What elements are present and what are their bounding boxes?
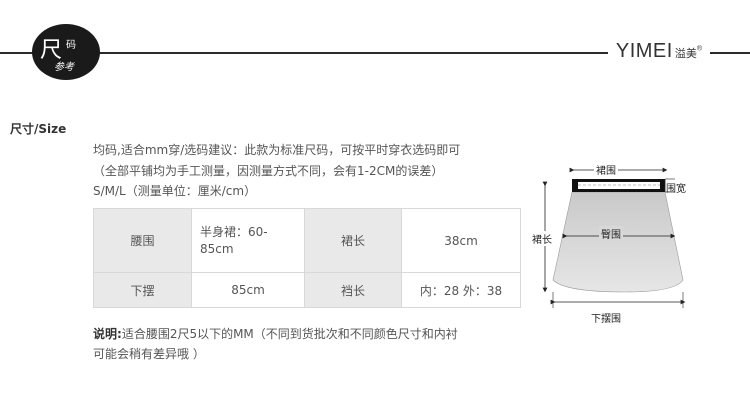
registered-mark: ®: [696, 45, 702, 53]
description-line-1: 均码,适合mm穿/选码建议：此款为标准尺码，可按平时穿衣选码即可: [93, 143, 461, 157]
skirt-measurement-diagram: [542, 167, 686, 308]
table-row: 腰围 半身裙：60-85cm 裙长 38cm: [93, 208, 521, 273]
description-line-2: （全部平铺均为手工测量，因测量方式不同，会有1-2CM的误差）: [93, 164, 444, 178]
header-line-right: [96, 52, 750, 54]
table-cell: 半身裙：60-85cm: [191, 208, 305, 273]
note-line-1: 说明:适合腰围2尺5以下的MM（不同到货批次和不同颜色尺寸和内衬: [93, 325, 458, 342]
brand-name-en: YIMEI: [615, 40, 673, 62]
waist-label: 裙围: [594, 162, 618, 177]
waist-value: 半身裙：60-85cm: [200, 224, 268, 256]
length-label: 裙长: [532, 231, 552, 246]
width-label: 围宽: [666, 184, 686, 195]
hip-label: 臀围: [599, 226, 623, 241]
size-table: 腰围 半身裙：60-85cm 裙长 38cm 下摆 85cm 裆长 内：28 外…: [93, 208, 521, 308]
note-line-2: 可能会稍有差异哦 ）: [93, 347, 205, 361]
table-cell: 内：28 外：38: [401, 272, 521, 308]
badge-small-text: 参考: [54, 62, 74, 73]
badge-small-char: 码: [66, 40, 76, 51]
table-row: 下摆 85cm 裆长 内：28 外：38: [93, 272, 521, 308]
table-cell-header: 下摆: [93, 272, 192, 308]
size-reference-badge: 尺 码 参考: [32, 24, 100, 80]
brand-name-cn: 溢美: [674, 48, 697, 60]
skirt-body-shape: [552, 191, 684, 293]
note-label: 说明:: [93, 327, 122, 341]
table-cell-header: 腰围: [93, 208, 192, 273]
hem-label: 下摆围: [588, 310, 624, 325]
header-line-left: [0, 52, 40, 54]
badge-big-char: 尺: [40, 38, 63, 63]
description-line-3: S/M/L（测量单位：厘米/cm）: [93, 184, 257, 198]
table-cell-header: 裙长: [304, 208, 402, 273]
note-text-1: 适合腰围2尺5以下的MM（不同到货批次和不同颜色尺寸和内衬: [121, 327, 458, 341]
table-cell: 85cm: [191, 272, 305, 308]
table-cell: 38cm: [401, 208, 521, 273]
table-cell-header: 裆长: [304, 272, 402, 308]
section-title: 尺寸/Size: [10, 122, 67, 136]
